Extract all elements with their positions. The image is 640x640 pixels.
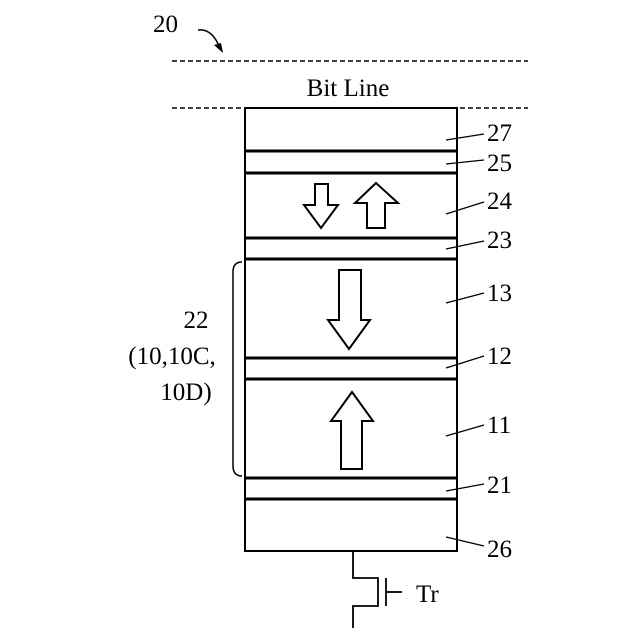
layer-label-24: 24 [487,188,513,215]
group-label-line1: 22 [184,307,209,334]
leader-27 [446,134,484,140]
leader-11 [446,425,484,436]
layer-label-21: 21 [487,472,512,499]
leader-23 [446,241,484,249]
free-layer-11-up-arrow-icon [331,392,373,469]
transistor-label: Tr [416,581,439,608]
layer-label-13: 13 [487,280,512,307]
down-arrow-icon [304,184,338,228]
layer-label-11: 11 [487,412,511,439]
layer-label-27: 27 [487,120,512,147]
leader-26 [446,537,484,546]
layer-label-12: 12 [487,343,512,370]
up-arrow-icon [355,183,398,228]
bit-line-label: Bit Line [307,75,390,102]
transistor-wire [353,551,378,628]
group-label-line2: (10,10C, [128,343,216,370]
leader-24 [446,202,484,214]
leader-21 [446,484,484,491]
leader-25 [446,160,484,164]
figure-ref-label: 20 [153,11,178,38]
group-bracket [233,262,242,476]
free-layer-13-down-arrow-icon [328,270,370,349]
layer-label-25: 25 [487,150,512,177]
layer-label-26: 26 [487,536,512,563]
group-label-line3: 10D) [160,379,211,406]
figure-ref-arrowhead [214,43,223,53]
leader-13 [446,293,484,303]
layer-label-23: 23 [487,227,512,254]
